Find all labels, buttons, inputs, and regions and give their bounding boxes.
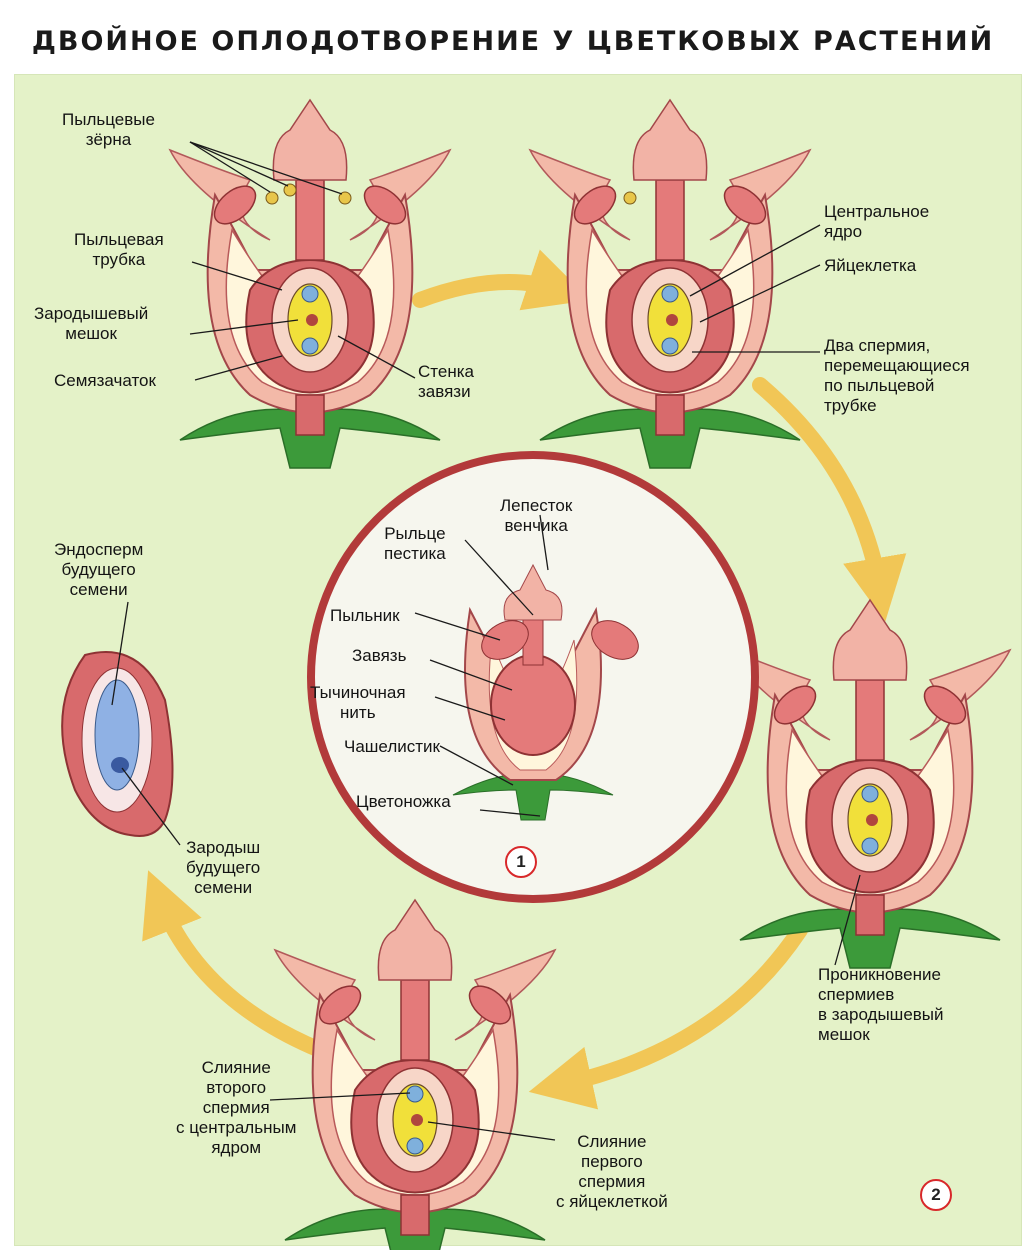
marker-two: 2	[920, 1179, 952, 1211]
label-pollen-grains: Пыльцевые зёрна	[62, 110, 155, 150]
flower-stage-penetration	[730, 600, 1010, 968]
label-petal: Лепесток венчика	[500, 496, 572, 536]
label-second-fusion: Слияние второго спермия с центральным яд…	[176, 1058, 296, 1158]
label-ovary: Завязь	[352, 646, 406, 666]
label-ovule: Семязачаток	[54, 371, 156, 391]
label-embryo: Зародыш будущего семени	[186, 838, 260, 898]
label-embryo-sac: Зародышевый мешок	[34, 304, 148, 344]
label-endosperm: Эндосперм будущего семени	[54, 540, 143, 600]
label-egg-cell: Яйцеклетка	[824, 256, 916, 276]
marker-one: 1	[505, 846, 537, 878]
label-filament: Тычиночная нить	[310, 683, 406, 723]
label-ovary-wall: Стенка завязи	[418, 362, 474, 402]
label-stigma: Рыльце пестика	[384, 524, 446, 564]
label-central-nucleus: Центральное ядро	[824, 202, 929, 242]
label-sepal: Чашелистик	[344, 737, 440, 757]
label-pollen-tube: Пыльцевая трубка	[74, 230, 164, 270]
label-pedicel: Цветоножка	[356, 792, 451, 812]
label-first-fusion: Слияние первого спермия с яйцеклеткой	[556, 1132, 668, 1212]
label-two-sperms: Два спермия, перемещающиеся по пыльцевой…	[824, 336, 970, 416]
label-sperm-penetration: Проникновение спермиев в зародышевый меш…	[818, 965, 944, 1045]
flower-stage-fusion	[275, 900, 555, 1250]
label-anther: Пыльник	[330, 606, 400, 626]
flower-stage-sperms	[530, 100, 810, 468]
seed-drawing	[62, 652, 172, 836]
